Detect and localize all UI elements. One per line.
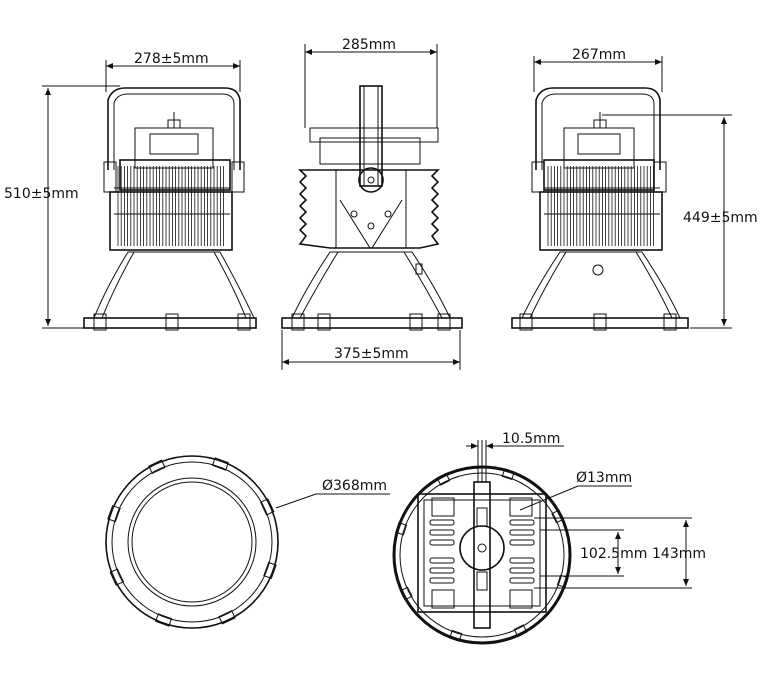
inner-spacing-label: 102.5mm: [580, 546, 647, 562]
back-view: [511, 87, 689, 331]
top-view: [392, 440, 572, 645]
back-width-label: 267mm: [572, 47, 626, 63]
front-width-label: 278±5mm: [134, 51, 209, 67]
outer-spacing-label: 143mm: [652, 546, 706, 562]
body-height-label: 449±5mm: [683, 210, 758, 226]
lens-diameter-label: Ø368mm: [322, 478, 387, 494]
side-view: [281, 85, 463, 331]
front-view: [83, 87, 257, 331]
side-width-label: 285mm: [342, 37, 396, 53]
total-height-label: 510±5mm: [4, 186, 79, 202]
bottom-view: [105, 455, 279, 629]
hole-diameter-label: Ø13mm: [576, 470, 632, 486]
base-width-label: 375±5mm: [334, 346, 409, 362]
slot-width-label: 10.5mm: [502, 431, 560, 447]
